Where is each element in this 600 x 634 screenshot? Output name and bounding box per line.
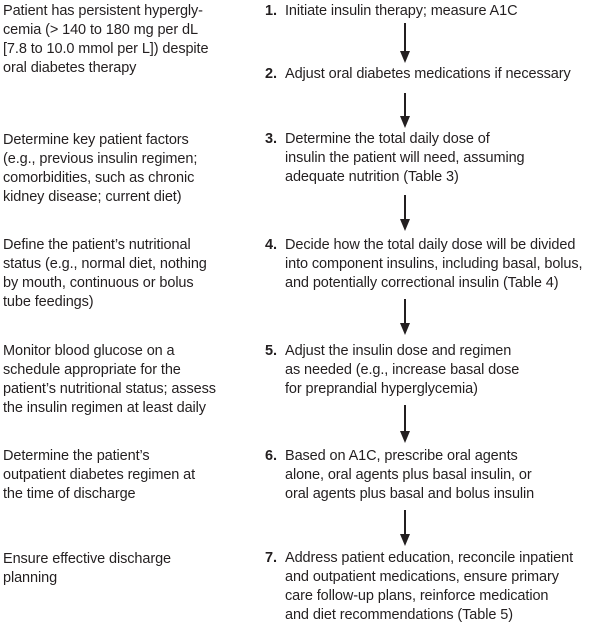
- note-nutritional-status: Define the patient’s nutritional status …: [3, 237, 207, 310]
- note-key-patient-factors: Determine key patient factors (e.g., pre…: [3, 132, 198, 205]
- step-2-text: Adjust oral diabetes medications if nece…: [285, 66, 571, 82]
- step-1-number: 1.: [265, 3, 277, 19]
- step-4-number: 4.: [265, 237, 277, 253]
- step-7-text: Address patient education, reconcile inp…: [285, 550, 574, 623]
- step-4-text: Decide how the total daily dose will be …: [285, 237, 583, 291]
- step-3-number: 3.: [265, 131, 277, 147]
- step-2-number: 2.: [265, 66, 277, 82]
- arrow-down-icon: [399, 510, 410, 546]
- step-1-text: Initiate insulin therapy; measure A1C: [285, 3, 518, 19]
- arrow-down-icon: [399, 405, 410, 443]
- arrow-down-icon: [399, 195, 410, 231]
- arrow-down-icon: [399, 299, 410, 335]
- step-3-text: Determine the total daily dose of insuli…: [285, 131, 525, 185]
- step-3: 3. Determine the total daily dose of ins…: [265, 130, 600, 187]
- step-6: 6. Based on A1C, prescribe oral agents a…: [265, 447, 600, 504]
- step-5-number: 5.: [265, 343, 277, 359]
- step-6-text: Based on A1C, prescribe oral agents alon…: [285, 448, 535, 502]
- note-outpatient-regimen: Determine the patient’s outpatient diabe…: [3, 448, 196, 502]
- step-5-text: Adjust the insulin dose and regimen as n…: [285, 343, 520, 397]
- step-1: 1. Initiate insulin therapy; measure A1C: [265, 2, 600, 21]
- step-6-number: 6.: [265, 448, 277, 464]
- arrow-down-icon: [399, 23, 410, 63]
- step-4: 4. Decide how the total daily dose will …: [265, 236, 600, 293]
- step-2: 2. Adjust oral diabetes medications if n…: [265, 65, 600, 84]
- arrow-down-icon: [399, 93, 410, 128]
- step-7: 7. Address patient education, reconcile …: [265, 549, 600, 625]
- note-discharge-planning: Ensure effective discharge planning: [3, 551, 172, 586]
- step-7-number: 7.: [265, 550, 277, 566]
- note-persistent-hyperglycemia: Patient has persistent hypergly- cemia (…: [3, 3, 209, 76]
- step-5: 5. Adjust the insulin dose and regimen a…: [265, 342, 600, 399]
- note-monitor-blood-glucose: Monitor blood glucose on a schedule appr…: [3, 343, 216, 416]
